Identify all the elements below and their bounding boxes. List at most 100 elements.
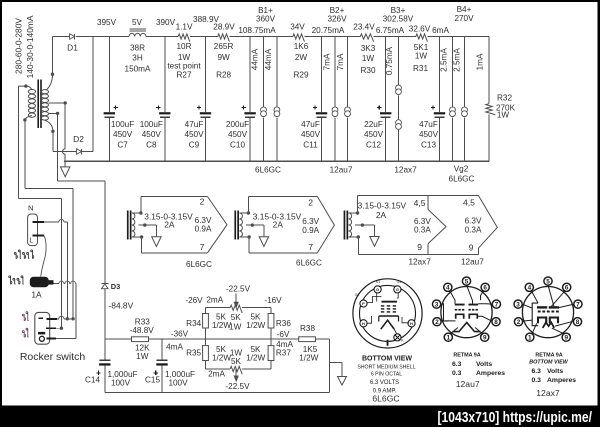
svg-text:2A: 2A (273, 220, 284, 230)
svg-text:270K: 270K (496, 104, 516, 113)
svg-text:1W: 1W (178, 53, 191, 62)
svg-text:12ax7: 12ax7 (536, 388, 560, 398)
svg-text:6.3: 6.3 (532, 368, 542, 375)
svg-text:450V: 450V (142, 130, 162, 139)
svg-text:32.6V: 32.6V (409, 25, 431, 34)
svg-text:C10: C10 (230, 140, 245, 149)
svg-text:7mA: 7mA (336, 53, 345, 70)
svg-text:L: L (29, 238, 33, 245)
svg-text:R37: R37 (276, 349, 291, 358)
svg-text:0.9A: 0.9A (195, 225, 212, 234)
svg-text:0.3: 0.3 (532, 377, 542, 384)
svg-text:360V: 360V (256, 15, 276, 24)
svg-text:38R: 38R (130, 44, 145, 53)
svg-text:12ax7: 12ax7 (408, 258, 431, 267)
svg-text:R32: R32 (497, 94, 512, 103)
svg-text:200uF: 200uF (226, 120, 249, 129)
svg-text:C11: C11 (303, 140, 318, 149)
svg-text:1W: 1W (230, 348, 243, 357)
svg-text:100V: 100V (168, 378, 188, 387)
svg-text:395V: 395V (97, 18, 117, 27)
svg-text:0.9A: 0.9A (302, 226, 319, 235)
svg-text:302.58V: 302.58V (383, 15, 414, 24)
svg-text:K: K (401, 339, 404, 343)
svg-text:R31: R31 (413, 64, 428, 73)
svg-text:-22.5V: -22.5V (225, 382, 250, 391)
svg-text:3.15-0-3.15V: 3.15-0-3.15V (144, 211, 193, 221)
svg-text:450V: 450V (419, 130, 439, 139)
svg-text:1: 1 (528, 334, 532, 341)
svg-text:C12: C12 (366, 140, 381, 149)
svg-text:C13: C13 (421, 140, 436, 149)
svg-text:1W: 1W (497, 110, 510, 119)
svg-text:450V: 450V (113, 130, 133, 139)
svg-text:0.3: 0.3 (452, 370, 462, 377)
svg-text:3.15-0-3.15V: 3.15-0-3.15V (253, 211, 302, 221)
svg-text:265R: 265R (214, 42, 234, 51)
svg-text:6L6GC: 6L6GC (296, 259, 322, 268)
svg-text:2: 2 (200, 197, 205, 207)
svg-text:-16V: -16V (264, 296, 282, 305)
svg-text:34V: 34V (290, 23, 305, 32)
svg-text:2: 2 (435, 319, 439, 326)
svg-text:2mA: 2mA (206, 296, 223, 305)
svg-text:4mA: 4mA (276, 340, 293, 349)
svg-text:BOTTOM VIEW: BOTTOM VIEW (529, 360, 568, 366)
svg-text:R33: R33 (135, 317, 150, 326)
svg-text:1/2W: 1/2W (212, 354, 231, 363)
svg-text:12au7: 12au7 (456, 379, 480, 389)
svg-text:100uF: 100uF (111, 120, 134, 129)
svg-text:N: N (28, 204, 33, 213)
svg-text:1W: 1W (136, 352, 149, 361)
svg-text:1mA: 1mA (476, 53, 485, 70)
svg-text:-6V: -6V (277, 330, 290, 339)
svg-text:C8: C8 (146, 140, 157, 149)
svg-text:326V: 326V (327, 15, 347, 24)
svg-text:450V: 450V (364, 130, 384, 139)
svg-text:280-60-0-280V: 280-60-0-280V (14, 18, 24, 74)
svg-text:6.3V: 6.3V (414, 217, 431, 226)
svg-text:22uF: 22uF (364, 120, 383, 129)
svg-text:100V: 100V (111, 378, 131, 387)
svg-text:140-30-0-140mA: 140-30-0-140mA (25, 15, 35, 78)
svg-text:6 PIN OCTAL: 6 PIN OCTAL (371, 372, 402, 378)
svg-text:6.3 VOLTS: 6.3 VOLTS (370, 380, 399, 386)
svg-text:R35: R35 (186, 349, 201, 358)
svg-text:1W: 1W (362, 54, 375, 63)
svg-text:6L6GC: 6L6GC (186, 260, 212, 269)
svg-text:4: 4 (528, 285, 532, 292)
svg-text:2: 2 (308, 197, 313, 207)
svg-text:1/2W: 1/2W (299, 354, 318, 363)
svg-text:R28: R28 (216, 71, 231, 80)
svg-text:-84.8V: -84.8V (109, 301, 134, 311)
svg-text:P: P (362, 301, 365, 306)
svg-text:3H: 3H (132, 54, 143, 63)
svg-text:R30: R30 (360, 66, 375, 75)
svg-text:Vg2: Vg2 (454, 165, 469, 174)
svg-text:SHORT MEDIUM SHELL: SHORT MEDIUM SHELL (357, 364, 415, 370)
svg-text:2.5mA: 2.5mA (440, 48, 449, 72)
svg-text:Rocker switch: Rocker switch (20, 351, 86, 363)
svg-text:-22.5V: -22.5V (226, 285, 251, 294)
svg-text:0.75mA: 0.75mA (385, 46, 394, 75)
svg-text:D3: D3 (111, 282, 120, 291)
svg-text:9: 9 (469, 243, 474, 253)
svg-text:2A: 2A (164, 220, 175, 230)
svg-text:1/2W: 1/2W (246, 321, 265, 330)
svg-text:Volts: Volts (476, 361, 492, 368)
svg-text:47uF: 47uF (419, 120, 438, 129)
svg-text:5K: 5K (250, 313, 261, 322)
svg-text:5: 5 (546, 278, 550, 285)
svg-text:2W: 2W (295, 53, 308, 62)
svg-text:450V: 450V (184, 130, 204, 139)
svg-text:10R: 10R (176, 42, 191, 51)
svg-text:7: 7 (576, 301, 580, 308)
svg-text:G1: G1 (397, 280, 402, 284)
svg-text:1/2W: 1/2W (212, 321, 231, 330)
svg-text:390V: 390V (156, 18, 176, 27)
svg-text:5K: 5K (250, 345, 261, 354)
svg-text:R27: R27 (176, 71, 191, 80)
svg-text:-26V: -26V (185, 296, 203, 305)
svg-text:5K1: 5K1 (414, 43, 429, 52)
svg-text:Amperes: Amperes (547, 377, 576, 384)
